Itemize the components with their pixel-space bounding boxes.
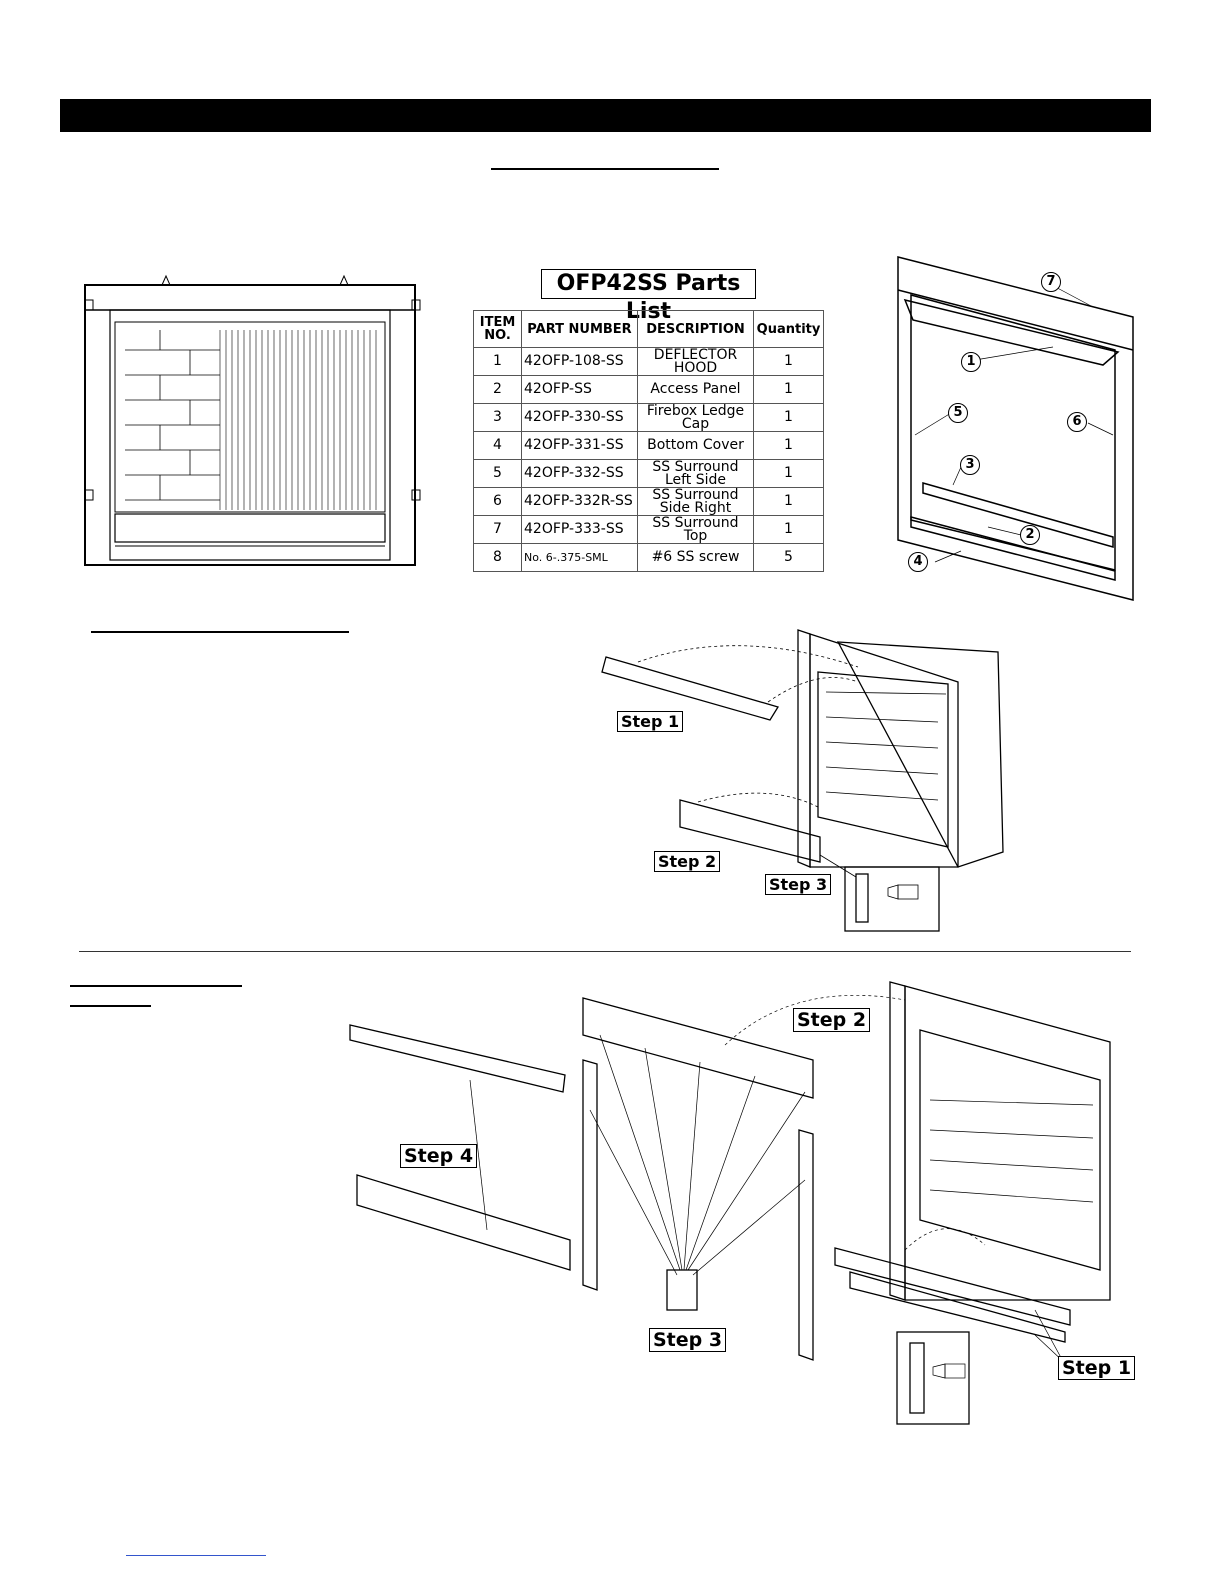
callout-2: 2 xyxy=(1020,525,1040,545)
quantity: 1 xyxy=(753,347,824,376)
callout-5: 5 xyxy=(948,403,968,423)
fireplace-front-view xyxy=(84,274,421,566)
item-no: 2 xyxy=(473,375,522,404)
install-step-4-label: Step 4 xyxy=(400,1144,478,1168)
part-number: 42OFP-331-SS xyxy=(521,431,638,460)
description: SS Surround Side Right xyxy=(637,487,754,516)
table-row: 6 42OFP-332R-SS SS Surround Side Right 1 xyxy=(473,487,824,516)
install-step-1-label: Step 1 xyxy=(1058,1356,1136,1380)
part-number: 42OFP-108-SS xyxy=(521,347,638,376)
parts-table: ITEM NO. PART NUMBER DESCRIPTION Quantit… xyxy=(473,310,824,572)
callout-1: 1 xyxy=(961,352,981,372)
removal-step-2-label: Step 2 xyxy=(654,851,721,872)
header-bar xyxy=(60,99,1151,132)
install-step-3-label: Step 3 xyxy=(649,1328,727,1352)
table-row: 4 42OFP-331-SS Bottom Cover 1 xyxy=(473,431,824,460)
item-no: 5 xyxy=(473,459,522,488)
description: #6 SS screw xyxy=(637,543,754,572)
quantity: 5 xyxy=(753,543,824,572)
table-row: 1 42OFP-108-SS DEFLECTOR HOOD 1 xyxy=(473,347,824,376)
column-header-item: ITEM NO. xyxy=(473,310,522,348)
column-header-part-number: PART NUMBER xyxy=(521,310,638,348)
install-subheading-underline xyxy=(70,1005,151,1007)
table-row: 3 42OFP-330-SS Firebox Ledge Cap 1 xyxy=(473,403,824,432)
item-no: 8 xyxy=(473,543,522,572)
table-row: 5 42OFP-332-SS SS Surround Left Side 1 xyxy=(473,459,824,488)
column-header-description: DESCRIPTION xyxy=(637,310,754,348)
table-row: 7 42OFP-333-SS SS Surround Top 1 xyxy=(473,515,824,544)
item-no: 7 xyxy=(473,515,522,544)
parts-list-title: OFP42SS Parts List xyxy=(541,269,756,324)
item-no: 4 xyxy=(473,431,522,460)
removal-diagram xyxy=(601,629,1004,932)
callout-6: 6 xyxy=(1067,412,1087,432)
callout-3: 3 xyxy=(960,455,980,475)
quantity: 1 xyxy=(753,403,824,432)
part-number: No. 6-.375-SML xyxy=(521,543,638,572)
quantity: 1 xyxy=(753,431,824,460)
part-number: 42OFP-330-SS xyxy=(521,403,638,432)
quantity: 1 xyxy=(753,515,824,544)
table-row: 2 42OFP-SS Access Panel 1 xyxy=(473,375,824,404)
table-row: 8 No. 6-.375-SML #6 SS screw 5 xyxy=(473,543,824,572)
part-number: 42OFP-332-SS xyxy=(521,459,638,488)
description: Bottom Cover xyxy=(637,431,754,460)
removal-step-3-label: Step 3 xyxy=(765,874,832,895)
item-no: 6 xyxy=(473,487,522,516)
removal-heading-underline xyxy=(91,631,349,633)
description: Access Panel xyxy=(637,375,754,404)
surround-assembly-drawing xyxy=(897,256,1134,601)
install-step-2-label: Step 2 xyxy=(793,1008,871,1032)
footer-link-underline[interactable] xyxy=(126,1555,266,1556)
callout-4: 4 xyxy=(908,552,928,572)
section-divider xyxy=(79,951,1131,952)
quantity: 1 xyxy=(753,459,824,488)
description: SS Surround Left Side xyxy=(637,459,754,488)
callout-7: 7 xyxy=(1041,272,1061,292)
description: SS Surround Top xyxy=(637,515,754,544)
description: Firebox Ledge Cap xyxy=(637,403,754,432)
item-no: 3 xyxy=(473,403,522,432)
column-header-quantity: Quantity xyxy=(753,310,824,348)
description: DEFLECTOR HOOD xyxy=(637,347,754,376)
quantity: 1 xyxy=(753,487,824,516)
part-number: 42OFP-333-SS xyxy=(521,515,638,544)
part-number: 42OFP-332R-SS xyxy=(521,487,638,516)
item-no: 1 xyxy=(473,347,522,376)
quantity: 1 xyxy=(753,375,824,404)
part-number: 42OFP-SS xyxy=(521,375,638,404)
section-title-underline xyxy=(491,168,719,170)
install-heading-underline xyxy=(70,985,242,987)
table-header-row: ITEM NO. PART NUMBER DESCRIPTION Quantit… xyxy=(473,310,824,348)
removal-step-1-label: Step 1 xyxy=(617,711,684,732)
installation-diagram xyxy=(349,981,1111,1425)
